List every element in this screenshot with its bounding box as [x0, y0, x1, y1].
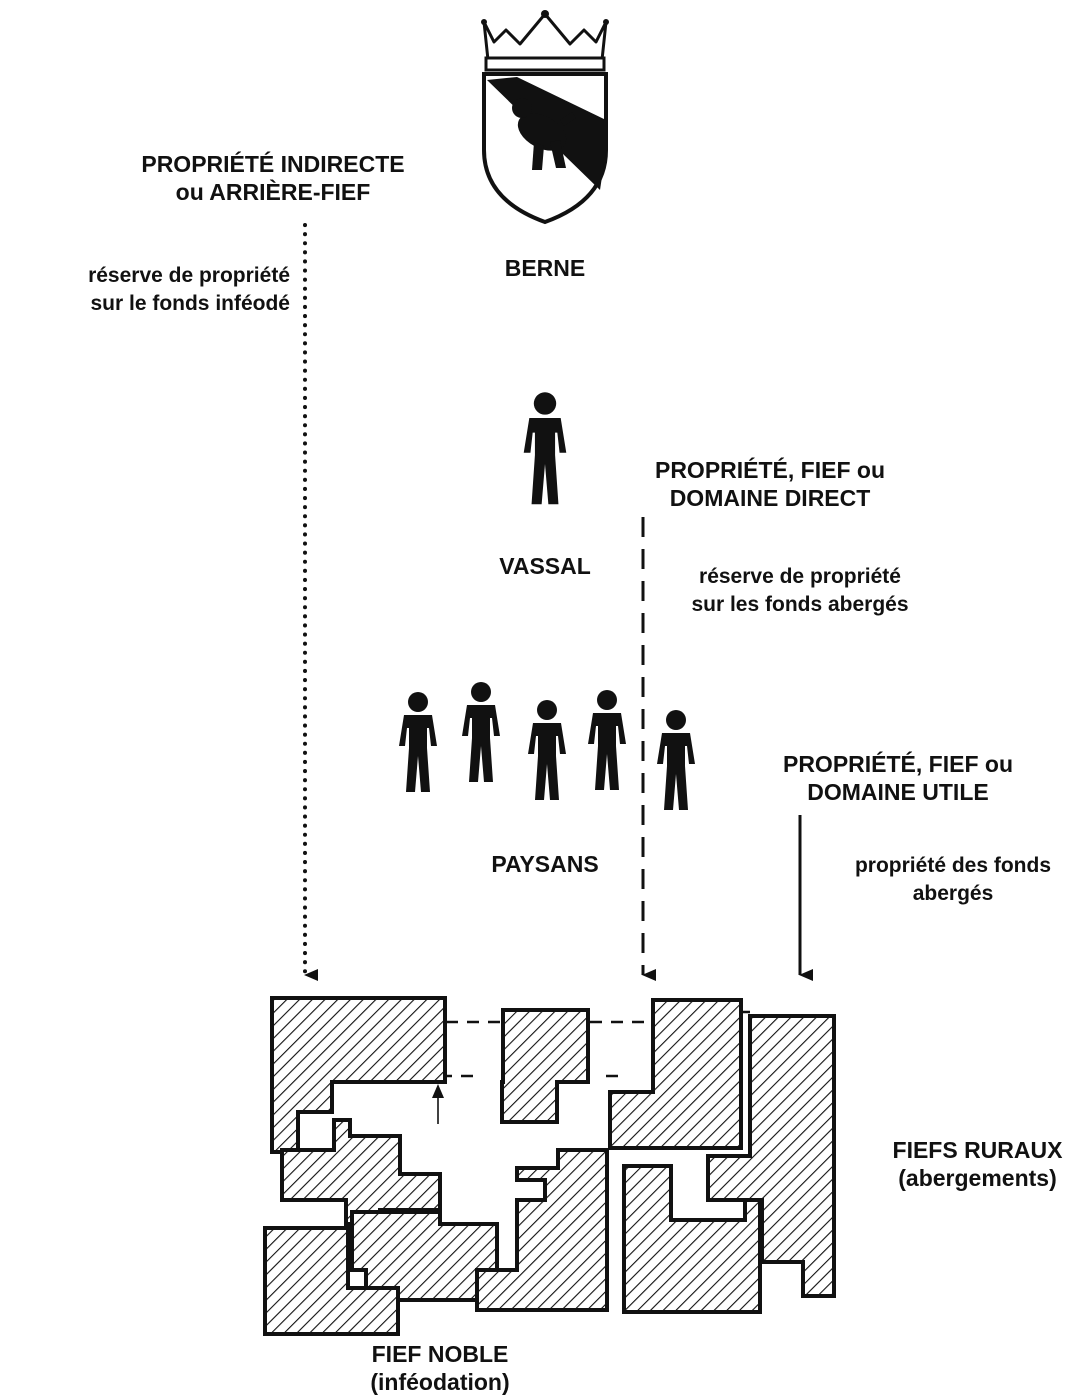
vassal-figure-icon	[523, 392, 567, 505]
indirect-property-note: réserve de propriété sur le fonds inféod…	[0, 262, 290, 318]
peasant-figure-icon	[399, 692, 437, 792]
direct-title-line-2: DOMAINE DIRECT	[669, 485, 871, 511]
indirect-title-line-2: ou ARRIÈRE-FIEF	[175, 179, 371, 205]
parcel	[608, 998, 743, 1150]
rural-title-line-1: FIEFS RURAUX	[892, 1137, 1063, 1163]
peasants-label: PAYSANS	[491, 851, 599, 877]
noble-pointer-head	[432, 1084, 444, 1098]
utile-title-line-1: PROPRIÉTÉ, FIEF ou	[782, 751, 1013, 777]
parcel	[475, 1148, 609, 1312]
peasant-figure-icon	[657, 710, 695, 810]
direct-note-line-2: sur les fonds abergés	[691, 593, 909, 616]
rural-title-line-2: (abergements)	[898, 1165, 1057, 1191]
utile-property-title: PROPRIÉTÉ, FIEF ou DOMAINE UTILE	[748, 750, 1048, 806]
indirect-property-title: PROPRIÉTÉ INDIRECTE ou ARRIÈRE-FIEF	[118, 150, 428, 206]
direct-property-note: réserve de propriété sur les fonds aberg…	[660, 563, 940, 619]
bear-icon	[512, 98, 576, 170]
rural-fiefs-title: FIEFS RURAUX (abergements)	[870, 1136, 1085, 1192]
utile-property-note: propriété des fonds abergés	[818, 852, 1088, 908]
peasant-figure-icon	[462, 682, 500, 782]
parcel	[270, 996, 447, 1154]
peasant-figure-icon	[588, 690, 626, 790]
indirect-note-line-2: sur le fonds inféodé	[90, 292, 290, 315]
noble-title-line-1: FIEF NOBLE	[371, 1341, 509, 1367]
parcel	[263, 1226, 400, 1336]
utile-title-line-2: DOMAINE UTILE	[807, 779, 989, 805]
rural-fiefs-parcels	[263, 996, 836, 1336]
noble-fief-title: FIEF NOBLE (inféodation)	[335, 1340, 545, 1396]
direct-title-line-1: PROPRIÉTÉ, FIEF ou	[654, 457, 885, 483]
bern-crown-icon	[481, 10, 609, 72]
peasants-figures	[399, 682, 695, 810]
berne-label: BERNE	[504, 255, 586, 281]
parcel	[500, 1008, 590, 1124]
utile-note-line-2: abergés	[912, 882, 994, 905]
indirect-note-line-1: réserve de propriété	[88, 264, 290, 287]
indirect-title-line-1: PROPRIÉTÉ INDIRECTE	[141, 151, 405, 177]
peasant-figure-icon	[528, 700, 566, 800]
direct-note-line-1: réserve de propriété	[699, 565, 901, 588]
vassal-label: VASSAL	[499, 553, 591, 579]
bern-shield-icon	[482, 72, 608, 225]
noble-title-line-2: (inféodation)	[370, 1369, 510, 1395]
utile-note-line-1: propriété des fonds	[854, 854, 1052, 877]
parcel	[706, 1014, 836, 1298]
parcel	[280, 1118, 442, 1226]
direct-property-title: PROPRIÉTÉ, FIEF ou DOMAINE DIRECT	[620, 456, 920, 512]
